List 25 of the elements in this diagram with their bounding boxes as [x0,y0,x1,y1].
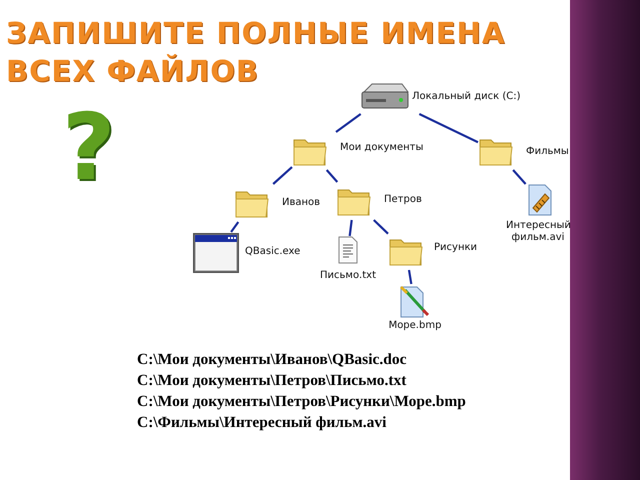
folder-name: Рисунки [434,242,478,254]
connector-line [272,166,293,185]
title: ЗАПИШИТЕ ПОЛНЫЕ ИМЕНА ВСЕХ ФАЙЛОВ [6,15,506,90]
connector-line [335,113,362,133]
file-path: C:\Фильмы\Интересный фильм.avi [137,413,386,433]
file-path: C:\Мои документы\Петров\Рисунки\Море.bmp [137,392,466,412]
folder-name: Иванов [282,197,320,209]
file-name: QBasic.exe [245,246,300,258]
question-mark: ? [62,100,116,196]
file-path: C:\Мои документы\Иванов\QBasic.doc [137,350,407,370]
connector-line [512,169,526,185]
folder-name: Петров [384,194,422,206]
connector-line [408,270,412,284]
connector-line [230,221,240,233]
file-name: Письмо.txt [318,270,377,282]
file-name: Море.bmp [388,320,442,332]
folder-name: Мои документы [340,142,424,154]
connector-line [418,113,478,144]
connector-line [326,169,338,183]
file-path: C:\Мои документы\Петров\Письмо.txt [137,371,406,391]
connector-line [373,219,389,234]
folder-name: Локальный диск (C:) [412,91,520,103]
connector-line [348,220,353,236]
file-name: Интересный фильм.avi [506,220,570,244]
folder-name: Фильмы [526,146,569,158]
